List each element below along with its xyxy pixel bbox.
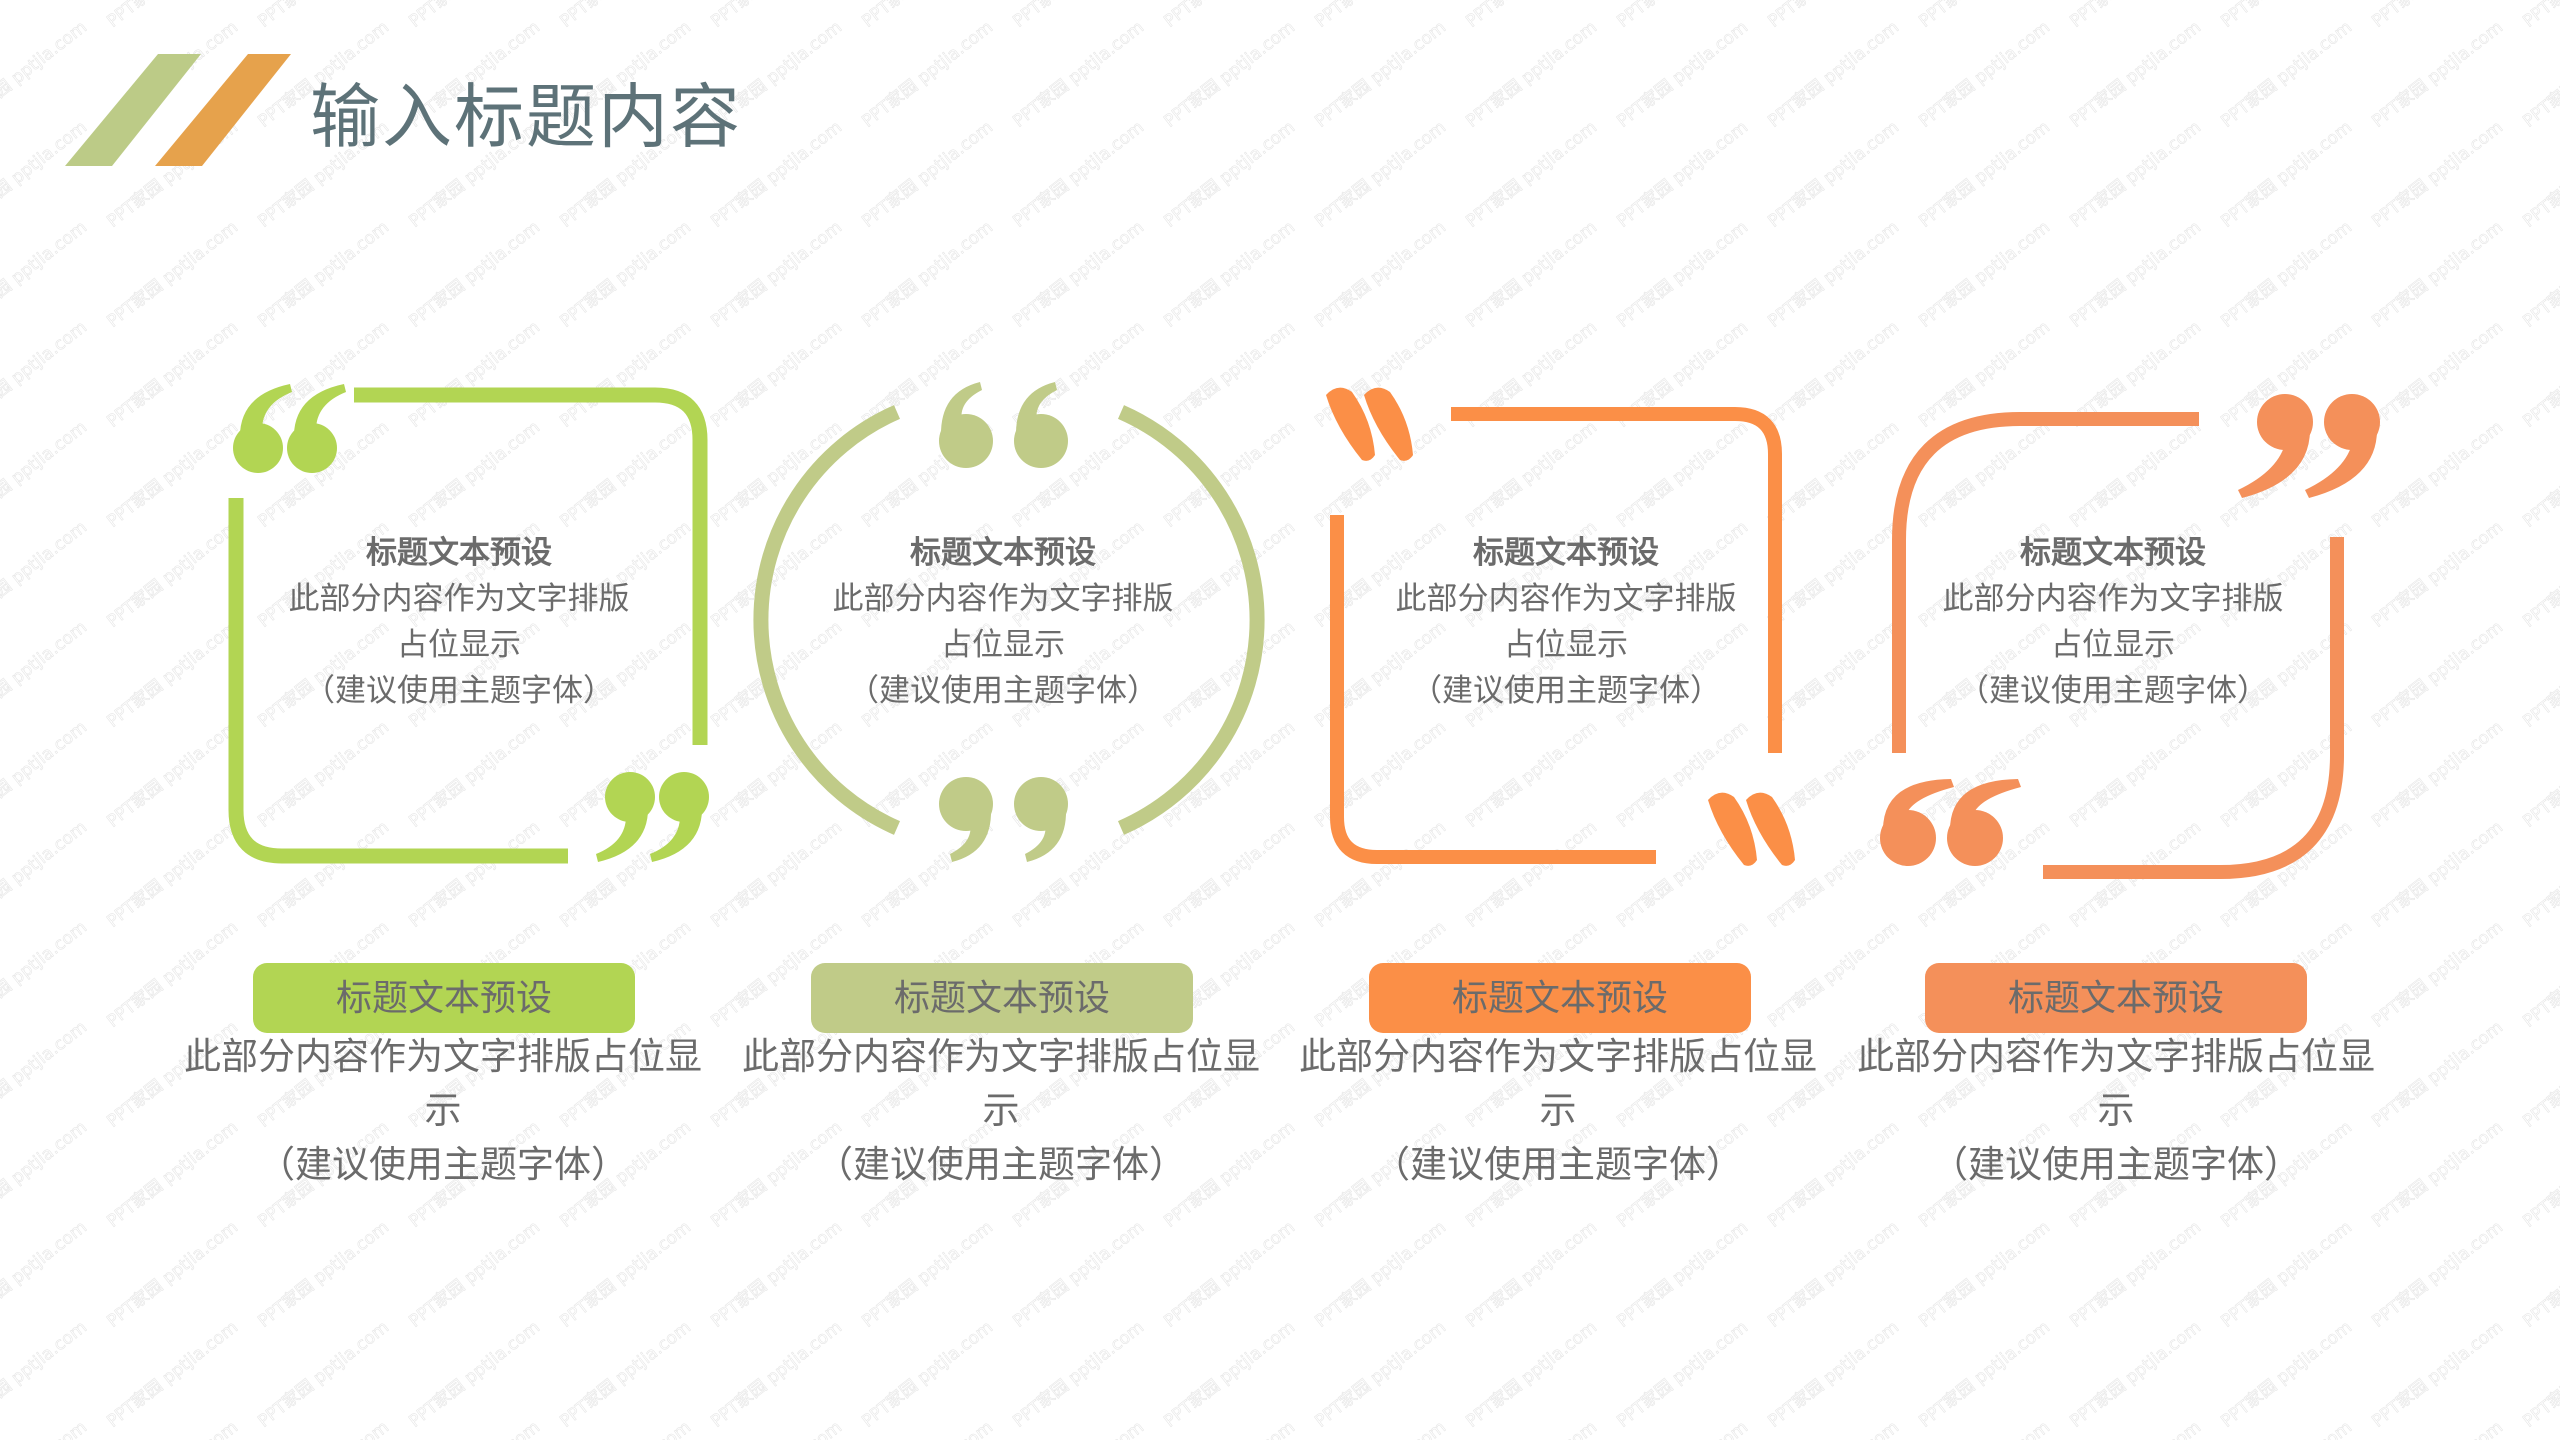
card-2-description: 此部分内容作为文字排版占位显 示 （建议使用主题字体）: [731, 1030, 1271, 1192]
card-3-inner-line-1: 此部分内容作为文字排版: [1395, 581, 1737, 617]
card-4-badge: 标题文本预设: [1925, 963, 2307, 1033]
card-2-inner: 标题文本预设 此部分内容作为文字排版 占位显示 （建议使用主题字体）: [803, 530, 1203, 714]
card-2-desc-line-2: 示: [982, 1089, 1020, 1132]
page-title: 输入标题内容: [310, 76, 742, 158]
card-1-badge: 标题文本预设: [253, 963, 635, 1033]
card-3-inner: 标题文本预设 此部分内容作为文字排版 占位显示 （建议使用主题字体）: [1366, 530, 1766, 714]
card-4-inner-line-1: 此部分内容作为文字排版: [1942, 581, 2284, 617]
card-1-description: 此部分内容作为文字排版占位显 示 （建议使用主题字体）: [173, 1030, 713, 1192]
card-1-inner-title: 标题文本预设: [366, 535, 552, 571]
card-1-desc-line-3: （建议使用主题字体）: [258, 1143, 628, 1186]
card-2-open-quote-icon: [939, 382, 1068, 468]
card-4-inner-line-2: 占位显示: [2051, 627, 2175, 663]
card-1-inner: 标题文本预设 此部分内容作为文字排版 占位显示 （建议使用主题字体）: [259, 530, 659, 714]
card-2-desc-line-3: （建议使用主题字体）: [816, 1143, 1186, 1186]
card-2-inner-line-3: （建议使用主题字体）: [848, 673, 1158, 709]
card-1-close-quote-icon: [596, 772, 709, 862]
card-2-close-quote-icon: [939, 777, 1068, 862]
card-3-description: 此部分内容作为文字排版占位显 示 （建议使用主题字体）: [1288, 1030, 1828, 1192]
card-4-description: 此部分内容作为文字排版占位显 示 （建议使用主题字体）: [1846, 1030, 2386, 1192]
card-4-close-quote-icon: [2238, 394, 2380, 498]
card-4-desc-line-2: 示: [2097, 1089, 2135, 1132]
card-3-inner-line-3: （建议使用主题字体）: [1411, 673, 1721, 709]
card-3-badge: 标题文本预设: [1369, 963, 1751, 1033]
card-4-inner-title: 标题文本预设: [2020, 535, 2206, 571]
card-4-open-quote-icon: [1880, 779, 2021, 866]
card-3-close-quote-icon: [1708, 792, 1795, 866]
card-1-desc-line-1: 此部分内容作为文字排版占位显: [184, 1035, 702, 1078]
card-2-inner-title: 标题文本预设: [910, 535, 1096, 571]
card-1-inner-line-3: （建议使用主题字体）: [304, 673, 614, 709]
card-2-badge: 标题文本预设: [811, 963, 1193, 1033]
card-2-inner-line-1: 此部分内容作为文字排版: [832, 581, 1174, 617]
card-3-desc-line-2: 示: [1539, 1089, 1577, 1132]
card-3-open-quote-icon: [1326, 387, 1413, 461]
card-3-frame: [1330, 407, 1782, 864]
card-2-desc-line-1: 此部分内容作为文字排版占位显: [742, 1035, 1260, 1078]
card-4-frame: [1892, 412, 2344, 879]
card-3-desc-line-3: （建议使用主题字体）: [1373, 1143, 1743, 1186]
card-2-frame: [753, 405, 1265, 835]
card-3-inner-title: 标题文本预设: [1473, 535, 1659, 571]
header-stripes-icon: [65, 54, 291, 166]
card-4-inner: 标题文本预设 此部分内容作为文字排版 占位显示 （建议使用主题字体）: [1913, 530, 2313, 714]
card-1-frame: [228, 387, 708, 864]
card-1-inner-line-1: 此部分内容作为文字排版: [288, 581, 630, 617]
card-4-inner-line-3: （建议使用主题字体）: [1958, 673, 2268, 709]
card-3-desc-line-1: 此部分内容作为文字排版占位显: [1299, 1035, 1817, 1078]
card-4-desc-line-3: （建议使用主题字体）: [1931, 1143, 2301, 1186]
card-2-inner-line-2: 占位显示: [941, 627, 1065, 663]
card-1-open-quote-icon: [233, 384, 346, 473]
card-1-desc-line-2: 示: [424, 1089, 462, 1132]
card-3-inner-line-2: 占位显示: [1504, 627, 1628, 663]
card-4-desc-line-1: 此部分内容作为文字排版占位显: [1857, 1035, 2375, 1078]
card-1-inner-line-2: 占位显示: [397, 627, 521, 663]
